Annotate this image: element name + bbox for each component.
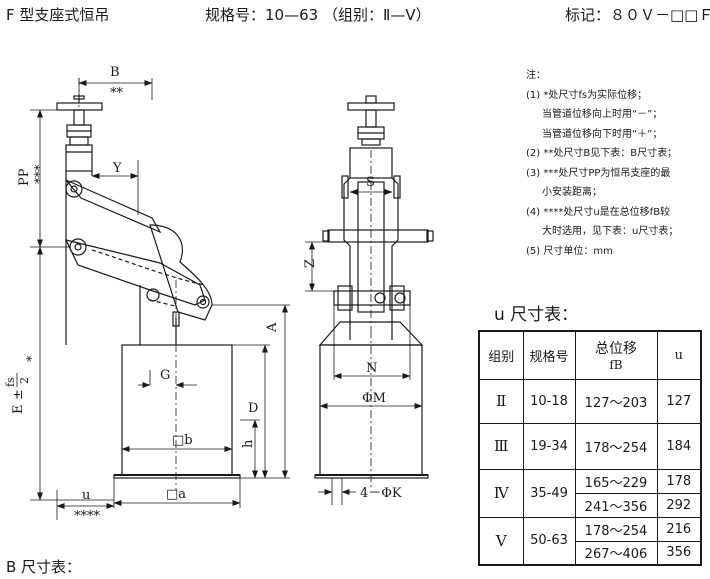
- dim-E-2: 2: [18, 377, 31, 384]
- table-row: 267～406 356: [479, 540, 702, 566]
- u-table-title: u 尺寸表：: [494, 305, 579, 325]
- dim-E-fs: fs: [4, 377, 17, 387]
- cell-disp: 165～229: [574, 468, 658, 494]
- dim-E-pm: ±: [11, 389, 26, 400]
- note-line: (2) **处尺寸B见下表：B尺寸表；: [526, 148, 678, 159]
- diagram-title: F 型支座式恒吊: [6, 6, 110, 24]
- header-u: u: [656, 330, 702, 380]
- lower-lever: [64, 239, 206, 306]
- dim-u: u: [82, 488, 90, 503]
- spec-range: 规格号：10—63 （组别：Ⅱ—Ⅴ）: [205, 6, 431, 24]
- cell-spec: 10-18: [522, 378, 576, 424]
- notes-heading: 注：: [526, 70, 546, 81]
- cell-spec: 50-63: [522, 516, 576, 566]
- dim-N: N: [366, 361, 377, 376]
- dim-B: B: [110, 65, 120, 80]
- header-spec: 规格号: [522, 330, 576, 380]
- cell-group: Ⅳ: [478, 468, 524, 518]
- dim-PP-stars: ***: [33, 164, 48, 184]
- cell-group: Ⅱ: [478, 378, 524, 424]
- u-table: 组别 规格号 总位移 fB u Ⅱ 10-18 127～203 127 Ⅲ 19…: [478, 330, 702, 566]
- front-view: [314, 95, 434, 490]
- side-view: [56, 78, 241, 490]
- table-row: Ⅳ 35-49 165～229 178: [478, 468, 702, 518]
- pivot-upper: [65, 180, 83, 198]
- dim-S: S: [366, 175, 375, 190]
- note-line: 大时选用，见下表：u尺寸表；: [542, 226, 679, 237]
- note-line: 当管道位移向上时用“－”；: [542, 109, 663, 120]
- table-row: Ⅴ 50-63 178～254 216: [478, 516, 702, 566]
- dim-G: G: [160, 368, 170, 383]
- cell-spec: 19-34: [522, 422, 576, 470]
- note-line: 当管道位移向下时用“＋”；: [542, 128, 663, 140]
- note-line: (4) ****处尺寸u是在总位移fB较: [526, 206, 671, 218]
- dim-phiK: 4－ΦK: [360, 486, 402, 501]
- cell-disp: 241～356: [574, 492, 658, 518]
- header-disp: 总位移 fB: [574, 330, 658, 380]
- cell-disp: 127～203: [574, 378, 658, 424]
- table-row: Ⅱ 10-18 127～203 127: [478, 378, 702, 424]
- cell-u: 292: [656, 492, 702, 518]
- table-row: 241～356 292: [479, 492, 702, 518]
- b-table-title: B 尺寸表：: [6, 558, 82, 576]
- front-pin: [333, 290, 411, 306]
- side-dim-labels: B ** Y PP *** E ± fs 2 * G A D h □b □a u…: [4, 65, 280, 524]
- dim-a: □a: [166, 487, 186, 502]
- dim-PP: PP: [17, 168, 32, 186]
- note-line: 小安装距离；: [542, 187, 602, 198]
- marking-code: 标记：８０Ｖ－□□Ｆ: [565, 6, 710, 24]
- pivot-lower: [69, 238, 87, 256]
- dim-u-stars: ****: [74, 509, 101, 524]
- front-dim-labels: S Z N ΦM 4－ΦK: [303, 175, 402, 501]
- cell-u: 184: [656, 422, 702, 470]
- note-line: (5) 尺寸单位：mm: [526, 245, 613, 257]
- upper-lever: [65, 179, 162, 234]
- cell-disp: 267～406: [574, 540, 658, 566]
- side-dimensions: [30, 78, 290, 520]
- cell-disp: 178～254: [574, 422, 658, 470]
- front-dimensions: [305, 189, 423, 505]
- cell-u: 356: [656, 540, 702, 566]
- header-group: 组别: [478, 330, 524, 380]
- cam-plate: [149, 224, 213, 321]
- cell-u: 178: [656, 468, 702, 494]
- front-load-plate: [347, 102, 395, 111]
- rod-housing: [65, 144, 93, 172]
- note-line: (1) *处尺寸fs为实际位移；: [526, 89, 648, 101]
- dim-A: A: [265, 322, 280, 333]
- spring-pin: [196, 295, 210, 309]
- note-line: (3) ***处尺寸PP为恒吊支座的最: [526, 167, 671, 179]
- notes-panel: 注： (1) *处尺寸fs为实际位移； 当管道位移向上时用“－”； 当管道位移向…: [526, 66, 678, 261]
- dim-E: E: [11, 405, 26, 415]
- cell-disp: 178～254: [574, 516, 658, 542]
- table-header-row: 组别 规格号 总位移 fB u: [478, 330, 702, 380]
- dim-phiM: ΦM: [362, 391, 386, 406]
- cell-group: Ⅲ: [478, 422, 524, 470]
- dim-B-stars: **: [110, 86, 124, 101]
- table-row: Ⅲ 19-34 178～254 184: [478, 422, 702, 470]
- cell-u: 127: [656, 378, 702, 424]
- cell-u: 216: [656, 516, 702, 542]
- dim-D: D: [248, 401, 258, 416]
- base-box: [121, 344, 233, 476]
- dim-E-star: *: [25, 355, 40, 362]
- dim-h: h: [241, 439, 256, 448]
- cell-spec: 35-49: [522, 468, 576, 518]
- dim-Y: Y: [112, 161, 122, 176]
- top-load-plate: [56, 102, 103, 111]
- dim-Z: Z: [303, 259, 318, 268]
- dim-b: □b: [172, 433, 193, 448]
- front-crossbar: [327, 229, 429, 243]
- cell-group: Ⅴ: [478, 516, 524, 566]
